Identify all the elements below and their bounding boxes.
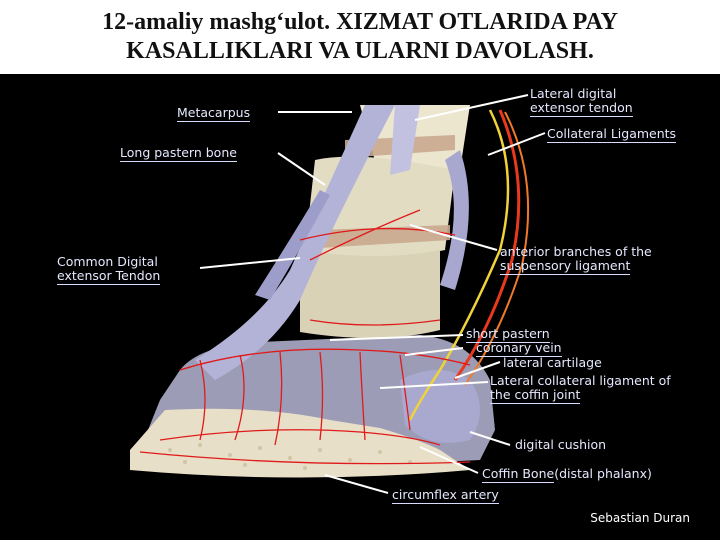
label-circumflex-artery: circumflex artery (392, 487, 499, 504)
slide-title-line-2: KASALLIKLARI VA ULARNI DAVOLASH. (126, 38, 594, 64)
image-credit: Sebastian Duran (590, 511, 690, 525)
label-lateral-digital-extensor: Lateral digital extensor tendon (530, 86, 633, 117)
label-coronary-vein: coronary vein (476, 340, 562, 357)
label-anterior-branches: anterior branches of the suspensory liga… (500, 244, 652, 275)
label-long-pastern-bone: Long pastern bone (120, 145, 237, 162)
common-digital-tendon-shape (195, 105, 395, 380)
label-lateral-cartilage: lateral cartilage (503, 355, 602, 370)
label-metacarpus: Metacarpus (177, 105, 251, 122)
label-common-digital-extensor: Common Digital extensor Tendon (57, 254, 161, 285)
cartilage-shape (400, 370, 480, 443)
label-digital-cushion: digital cushion (515, 437, 607, 452)
label-coffin-bone: Coffin Bone(distal phalanx) (482, 466, 652, 483)
label-collateral-ligaments: Collateral Ligaments (547, 126, 677, 143)
anatomy-figure: Metacarpus Long pastern bone Common Digi… (0, 74, 720, 540)
slide-title: 12-amaliy mashg‘ulot. XIZMAT OTLARIDA PA… (0, 0, 720, 74)
hoof-illustration (130, 94, 546, 494)
slide-title-line-1: 12-amaliy mashg‘ulot. XIZMAT OTLARIDA PA… (102, 9, 618, 35)
coffin-bone-shape (130, 408, 470, 478)
short-pastern-shape (300, 250, 440, 339)
label-short-pastern: short pastern (466, 326, 550, 343)
label-lateral-collateral-ligament: Lateral collateral ligament of the coffi… (490, 373, 671, 404)
